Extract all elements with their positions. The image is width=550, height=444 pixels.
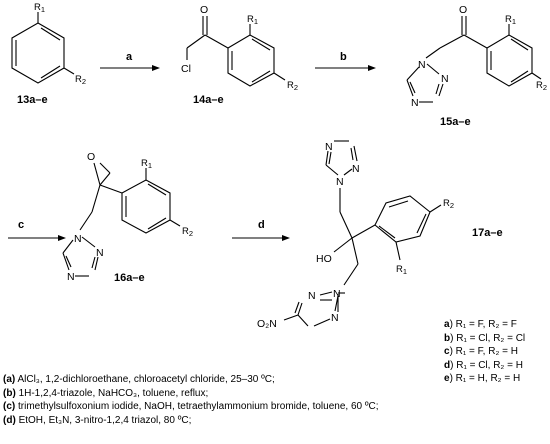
r1-label-17: R1 <box>396 264 407 276</box>
reaction-conditions: (a) AlCl₃, 1,2-dichloroethane, chloroace… <box>3 373 548 427</box>
substituent-legend: a) R₁ = F, R₂ = F b) R₁ = Cl, R₂ = Cl c)… <box>444 318 550 386</box>
top-triazole-n1-17: N <box>336 176 344 188</box>
chlorine-14: Cl <box>181 63 191 75</box>
nitro-triazole-n4-17: N <box>331 312 339 324</box>
compound-13-structure: R1 R2 <box>11 2 86 86</box>
r1-label-13: R1 <box>34 2 45 14</box>
substituent-row-d: d) R₁ = Cl, R₂ = H <box>444 359 523 371</box>
compound-14-label: 14a–e <box>193 94 224 106</box>
arrow-step-b <box>315 65 376 71</box>
carbonyl-oxygen-15: O <box>459 4 467 16</box>
reaction-scheme: R1 R2 13a–e a O Cl R1 R2 14a–e b <box>8 2 547 330</box>
substituent-row-a: a) R₁ = F, R₂ = F <box>444 319 517 330</box>
triazole-n1-16: N <box>74 233 82 245</box>
condition-d: (d) EtOH, Et₃N, 3-nitro-1,2,4 triazol, 8… <box>3 414 192 426</box>
compound-16-label: 16a–e <box>114 272 145 284</box>
carbonyl-oxygen-14: O <box>200 4 208 16</box>
compound-15-label: 15a–e <box>440 116 471 128</box>
substituent-row-c: c) R₁ = F, R₂ = H <box>444 346 518 358</box>
condition-b: (b) 1H-1,2,4-triazole, NaHCO₃, toluene, … <box>3 387 209 399</box>
step-d-label: d <box>258 219 265 231</box>
r2-label-15: R2 <box>536 80 547 92</box>
arrow-step-c <box>8 235 66 241</box>
nitro-triazole-n1-17: N <box>333 288 341 300</box>
r2-label-14: R2 <box>287 80 298 92</box>
step-c-label: c <box>18 219 24 231</box>
condition-c: (c) trimethylsulfoxonium iodide, NaOH, t… <box>3 401 379 413</box>
step-a-label: a <box>126 51 133 63</box>
compound-17-label: 17a–e <box>472 227 503 239</box>
triazole-n4-16: N <box>67 271 75 283</box>
compound-13-label: 13a–e <box>17 94 48 106</box>
arrow-step-d <box>232 235 290 241</box>
substituent-row-e: e) R₁ = H, R₂ = H <box>444 373 521 385</box>
compound-14-structure: O Cl R1 R2 <box>181 4 298 92</box>
compound-16-structure: O R1 R2 N N N <box>62 151 193 283</box>
r1-label-15: R1 <box>505 14 516 26</box>
triazole-n4-15: N <box>411 97 419 109</box>
triazole-n2-16: N <box>96 247 104 259</box>
arrow-step-a <box>100 65 160 71</box>
compound-15-structure: O N N N R1 R2 <box>406 4 547 109</box>
compound-17-structure: N N N HO R2 R1 N N N O₂N <box>257 140 454 330</box>
r2-label-13: R2 <box>75 74 86 86</box>
r1-label-14: R1 <box>247 14 258 26</box>
condition-a: (a) AlCl₃, 1,2-dichloroethane, chloroace… <box>3 374 275 385</box>
triazole-n1-15: N <box>418 59 426 71</box>
triazole-n2-15: N <box>441 73 449 85</box>
r1-label-16: R1 <box>141 158 152 170</box>
substituent-row-b: b) R₁ = Cl, R₂ = Cl <box>444 332 526 344</box>
r2-label-17: R2 <box>443 198 454 210</box>
epoxide-oxygen-16: O <box>87 151 95 163</box>
r2-label-16: R2 <box>182 226 193 238</box>
top-triazole-n4-17: N <box>325 141 333 153</box>
top-triazole-n2-17: N <box>352 163 360 175</box>
step-b-label: b <box>340 51 347 63</box>
nitro-triazole-n2-17: N <box>308 290 316 302</box>
hydroxyl-label-17: HO <box>316 253 332 265</box>
nitro-group-label-17: O₂N <box>257 318 277 330</box>
